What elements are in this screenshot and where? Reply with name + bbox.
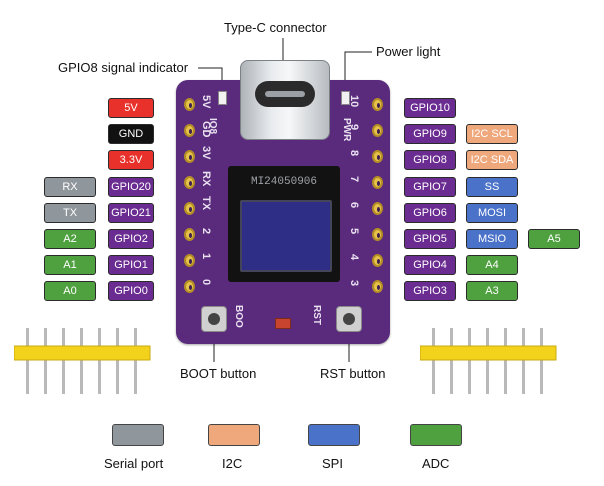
pin-hole xyxy=(372,202,383,215)
resistor-icon xyxy=(275,318,291,329)
oled-screen-icon: MI24050906 xyxy=(228,166,340,282)
tag-func: I2C SCL xyxy=(466,124,518,144)
tag-gpio: GPIO10 xyxy=(404,98,456,118)
tag-func: A4 xyxy=(466,255,518,275)
pin-hole xyxy=(184,98,195,111)
pin-hole xyxy=(372,150,383,163)
gpio8-indicator-callout: GPIO8 signal indicator xyxy=(58,60,189,75)
rst-push-button-icon[interactable] xyxy=(336,306,362,332)
boot-button-callout: BOOT button xyxy=(180,366,257,381)
tag-aux: TX xyxy=(44,203,96,223)
tag-gpio: GPIO5 xyxy=(404,229,456,249)
tag-func: MOSI xyxy=(466,203,518,223)
tag-extra: A5 xyxy=(528,229,580,249)
pin-hole xyxy=(184,176,195,189)
legend-label-adc: ADC xyxy=(422,456,450,471)
tag-gpio: GPIO8 xyxy=(404,150,456,170)
silk-boot: BOO xyxy=(233,305,244,328)
pin-hole xyxy=(372,176,383,189)
silk-right: 4 xyxy=(348,254,360,261)
pin-hole xyxy=(184,124,195,137)
usb-c-tongue xyxy=(265,91,305,97)
tag-gpio: GPIO21 xyxy=(108,203,154,223)
silk-left: 1 xyxy=(200,253,212,260)
tag-gnd: GND xyxy=(108,124,154,144)
silk-right: 8 xyxy=(348,150,360,157)
typec-callout: Type-C connector xyxy=(224,20,327,35)
left-pin-header-icon xyxy=(14,328,151,394)
silk-left: GD xyxy=(200,121,212,138)
tag-aux: A1 xyxy=(44,255,96,275)
silk-right: 3 xyxy=(348,280,360,287)
tag-func: I2C SDA xyxy=(466,150,518,170)
tag-func: SS xyxy=(466,177,518,197)
silk-right: 6 xyxy=(348,202,360,209)
legend-label-i2c: I2C xyxy=(222,456,243,471)
tag-gpio: GPIO9 xyxy=(404,124,456,144)
pin-hole xyxy=(372,280,383,293)
legend-swatch-i2c xyxy=(208,424,260,446)
pin-hole xyxy=(184,228,195,241)
silk-right: 5 xyxy=(348,228,360,235)
silk-left: RX xyxy=(200,171,212,187)
pin-hole xyxy=(372,228,383,241)
gpio8-led-icon xyxy=(218,91,227,105)
pin-hole xyxy=(372,124,383,137)
tag-gpio: GPIO20 xyxy=(108,177,154,197)
silk-right: 7 xyxy=(348,176,360,183)
tag-gpio: GPIO6 xyxy=(404,203,456,223)
power-led-icon xyxy=(341,91,350,105)
silk-left: TX xyxy=(200,196,212,211)
tag-aux: RX xyxy=(44,177,96,197)
tag-gpio: GPIO3 xyxy=(404,281,456,301)
power-light-callout: Power light xyxy=(376,44,441,59)
tag-gpio: GPIO4 xyxy=(404,255,456,275)
legend-label-serial: Serial port xyxy=(104,456,164,471)
tag-gpio: GPIO0 xyxy=(108,281,154,301)
pin-hole xyxy=(184,202,195,215)
silk-left: 5V xyxy=(200,95,212,109)
silk-left: 3V xyxy=(200,146,212,160)
pin-hole xyxy=(184,150,195,163)
tag-aux: A2 xyxy=(44,229,96,249)
legend-swatch-adc xyxy=(410,424,462,446)
tag-func: A3 xyxy=(466,281,518,301)
legend-swatch-spi xyxy=(308,424,360,446)
pin-hole xyxy=(372,254,383,267)
tag-aux: A0 xyxy=(44,281,96,301)
tag-func: MSIO xyxy=(466,229,518,249)
silk-right: 10 xyxy=(348,95,360,108)
oled-glass xyxy=(240,200,332,272)
silk-rst: RST xyxy=(311,305,322,325)
legend-label-spi: SPI xyxy=(322,456,343,471)
pin-hole xyxy=(184,280,195,293)
right-pin-header-icon xyxy=(420,328,557,394)
screen-code: MI24050906 xyxy=(250,176,317,188)
tag-gpio: GPIO1 xyxy=(108,255,154,275)
tag-3v3: 3.3V xyxy=(108,150,154,170)
legend-swatch-serial xyxy=(112,424,164,446)
tag-5v: 5V xyxy=(108,98,154,118)
boot-push-button-icon[interactable] xyxy=(201,306,227,332)
tag-gpio: GPIO2 xyxy=(108,229,154,249)
usb-c-connector-icon xyxy=(240,60,330,140)
tag-gpio: GPIO7 xyxy=(404,177,456,197)
silk-left: 0 xyxy=(200,279,212,286)
pin-hole xyxy=(184,254,195,267)
silk-left: 2 xyxy=(200,228,212,235)
pin-hole xyxy=(372,98,383,111)
silk-right: 9 xyxy=(348,124,360,131)
rst-button-callout: RST button xyxy=(320,366,386,381)
